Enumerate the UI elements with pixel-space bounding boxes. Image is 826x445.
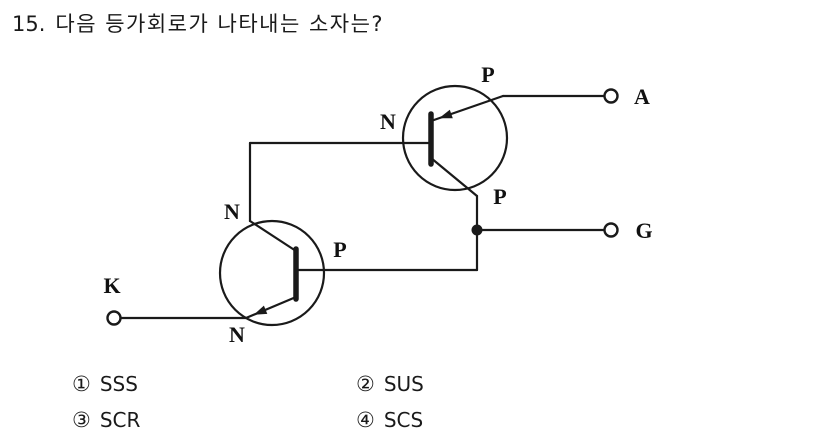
gate-terminal-icon bbox=[603, 222, 619, 238]
option-3-label: SCR bbox=[99, 408, 141, 432]
pnp-collector-wire bbox=[429, 156, 479, 198]
cathode-terminal-icon bbox=[106, 310, 122, 326]
option-2-label: SUS bbox=[383, 372, 424, 396]
option-3-marker: ③ bbox=[72, 408, 91, 432]
npn-transistor-body bbox=[218, 219, 326, 327]
gate-junction-dot bbox=[471, 224, 483, 236]
anode-terminal-icon bbox=[603, 88, 619, 104]
equivalent-circuit-diagram: P N P N P N A G K bbox=[103, 62, 652, 347]
label-pnp-collector: P bbox=[493, 184, 506, 209]
label-pnp-emitter: P bbox=[481, 62, 494, 87]
pnp-transistor-body bbox=[401, 84, 509, 192]
question-text: 다음 등가회로가 나타내는 소자는? bbox=[55, 12, 385, 36]
option-4: ④ SCS bbox=[356, 408, 423, 432]
label-npn-collector: N bbox=[224, 199, 240, 224]
label-npn-emitter: N bbox=[229, 322, 245, 347]
option-2-marker: ② bbox=[356, 372, 375, 396]
option-1-label: SSS bbox=[99, 372, 138, 396]
option-4-marker: ④ bbox=[356, 408, 375, 432]
label-pnp-base: N bbox=[380, 109, 396, 134]
option-2: ② SUS bbox=[356, 372, 424, 396]
label-cathode-terminal: K bbox=[103, 273, 120, 298]
label-gate-terminal: G bbox=[635, 218, 652, 243]
question-number: 15. bbox=[12, 12, 46, 36]
label-anode-terminal: A bbox=[634, 84, 650, 109]
option-3: ③ SCR bbox=[72, 408, 140, 432]
question-line: 15. 다음 등가회로가 나타내는 소자는? bbox=[12, 8, 384, 38]
npn-collector-wire bbox=[248, 219, 298, 253]
npn-emitter-wire bbox=[244, 295, 298, 320]
option-4-label: SCS bbox=[383, 408, 424, 432]
option-1-marker: ① bbox=[72, 372, 91, 396]
label-npn-base: P bbox=[333, 237, 346, 262]
npn-emitter-arrow-icon bbox=[253, 305, 268, 315]
option-1: ① SSS bbox=[72, 372, 138, 396]
answer-options: ① SSS ② SUS ③ SCR ④ SCS bbox=[0, 368, 826, 445]
pnp-emitter-arrow-icon bbox=[439, 109, 453, 119]
